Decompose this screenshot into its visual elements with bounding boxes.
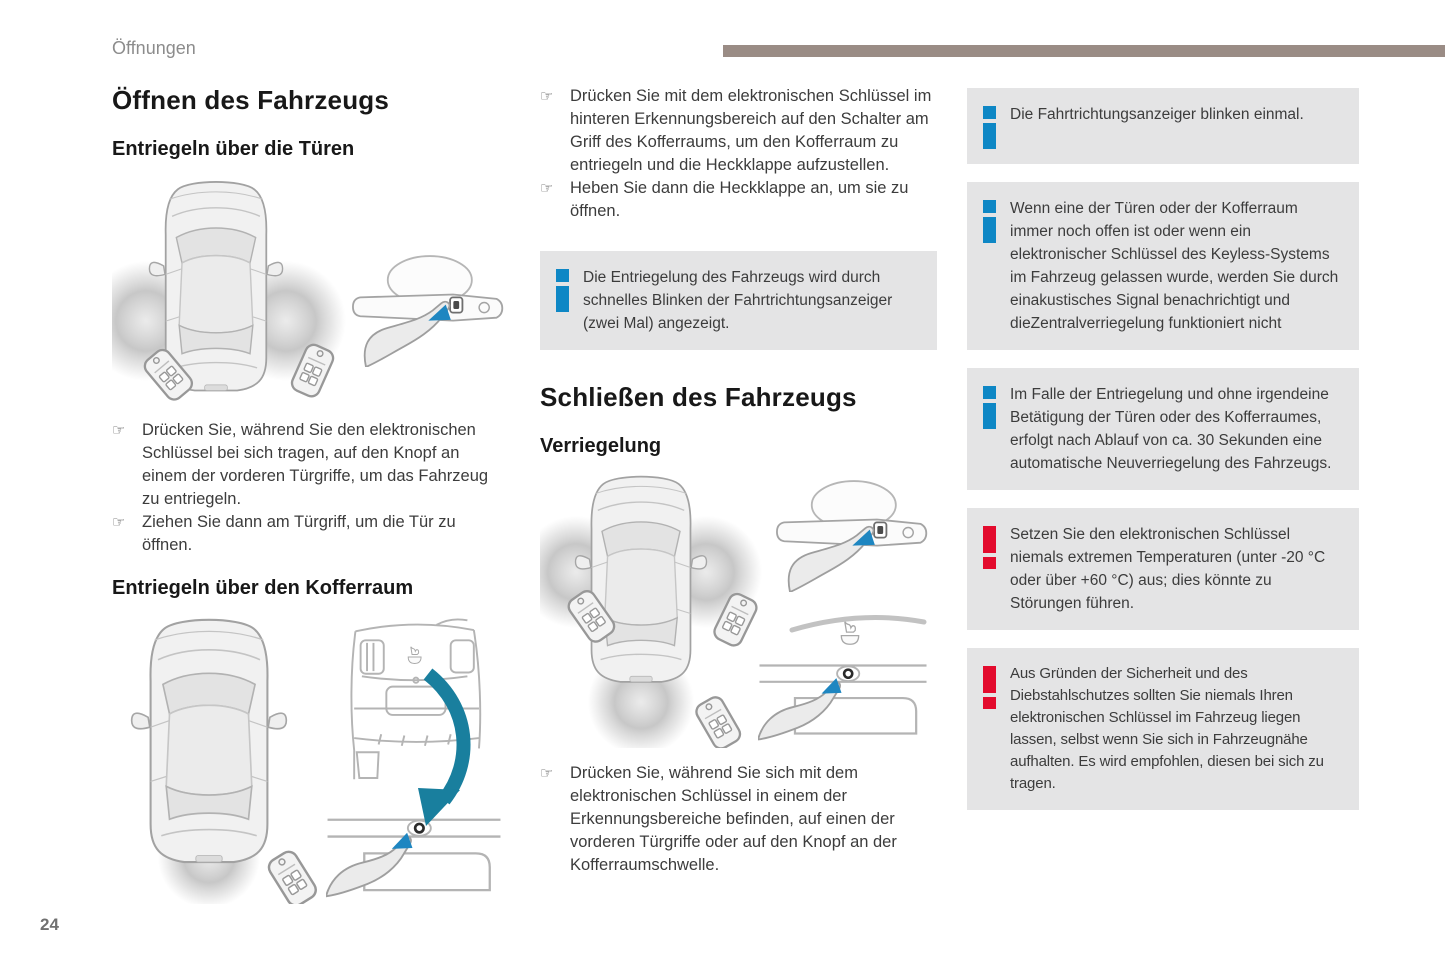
info-icon	[983, 197, 996, 335]
section-title-close: Schließen des Fahrzeugs	[540, 382, 857, 412]
note-box-unlock-indicator: Die Entriegelung des Fahrzeugs wird durc…	[540, 251, 937, 350]
info-icon	[983, 383, 996, 475]
note-box: Die Fahrtrichtungsanzeiger blinken einma…	[967, 88, 1359, 164]
illustration-unlock-doors	[112, 181, 504, 405]
pointing-hand-icon	[112, 511, 142, 557]
step-item: Drücken Sie, während Sie sich mit dem el…	[540, 762, 937, 877]
steps-unlock-doors: Drücken Sie, während Sie den elektronisc…	[112, 419, 508, 557]
note-box: Im Falle der Entriegelung und ohne irgen…	[967, 368, 1359, 490]
section-title-open: Öffnen des Fahrzeugs	[112, 85, 390, 115]
running-header: Öffnungen	[112, 38, 196, 58]
steps-unlock-trunk: Drücken Sie mit dem elektronischen Schlü…	[540, 85, 937, 223]
pointing-hand-icon	[112, 419, 142, 511]
note-box: Wenn eine der Türen oder der Kofferraum …	[967, 182, 1359, 350]
step-text: Heben Sie dann die Heckklappe an, um sie…	[570, 179, 909, 220]
warning-box: Aus Gründen der Sicherheit und des Diebs…	[967, 648, 1359, 810]
info-icon	[556, 266, 569, 335]
note-text: Im Falle der Entriegelung und ohne irgen…	[1010, 386, 1332, 472]
pointing-hand-icon	[540, 85, 570, 177]
subsection-unlock-doors: Entriegeln über die Türen	[112, 138, 355, 160]
pointing-hand-icon	[540, 762, 570, 877]
note-text: Die Fahrtrichtungsanzeiger blinken einma…	[1010, 106, 1304, 123]
pointing-hand-icon	[540, 177, 570, 223]
subsection-locking: Verriegelung	[540, 435, 662, 457]
note-text: Aus Gründen der Sicherheit und des Diebs…	[1010, 665, 1324, 792]
info-icon	[983, 103, 996, 149]
warning-box: Setzen Sie den elektronischen Schlüssel …	[967, 508, 1359, 630]
subsection-unlock-trunk: Entriegeln über den Kofferraum	[112, 577, 414, 599]
step-text: Drücken Sie mit dem elektronischen Schlü…	[570, 87, 932, 174]
warning-icon	[983, 663, 996, 795]
note-text: Wenn eine der Türen oder der Kofferraum …	[1010, 200, 1339, 332]
steps-locking: Drücken Sie, während Sie sich mit dem el…	[540, 762, 937, 877]
note-text: Die Entriegelung des Fahrzeugs wird durc…	[583, 269, 893, 332]
illustration-locking	[540, 475, 928, 748]
step-item: Ziehen Sie dann am Türgriff, um die Tür …	[112, 511, 508, 557]
step-item: Heben Sie dann die Heckklappe an, um sie…	[540, 177, 937, 223]
illustration-unlock-trunk	[130, 612, 502, 904]
warning-icon	[983, 523, 996, 615]
step-item: Drücken Sie, während Sie den elektronisc…	[112, 419, 508, 511]
column-right: Die Fahrtrichtungsanzeiger blinken einma…	[967, 88, 1359, 828]
column-middle: Drücken Sie mit dem elektronischen Schlü…	[540, 85, 937, 877]
step-text: Drücken Sie, während Sie den elektronisc…	[142, 421, 489, 508]
note-text: Setzen Sie den elektronischen Schlüssel …	[1010, 526, 1326, 612]
page-number: 24	[40, 915, 59, 934]
accent-bar	[723, 45, 1445, 57]
step-text: Ziehen Sie dann am Türgriff, um die Tür …	[142, 513, 456, 554]
step-text: Drücken Sie, während Sie sich mit dem el…	[570, 764, 897, 874]
column-left: Öffnen des Fahrzeugs Entriegeln über die…	[112, 85, 508, 918]
step-item: Drücken Sie mit dem elektronischen Schlü…	[540, 85, 937, 177]
